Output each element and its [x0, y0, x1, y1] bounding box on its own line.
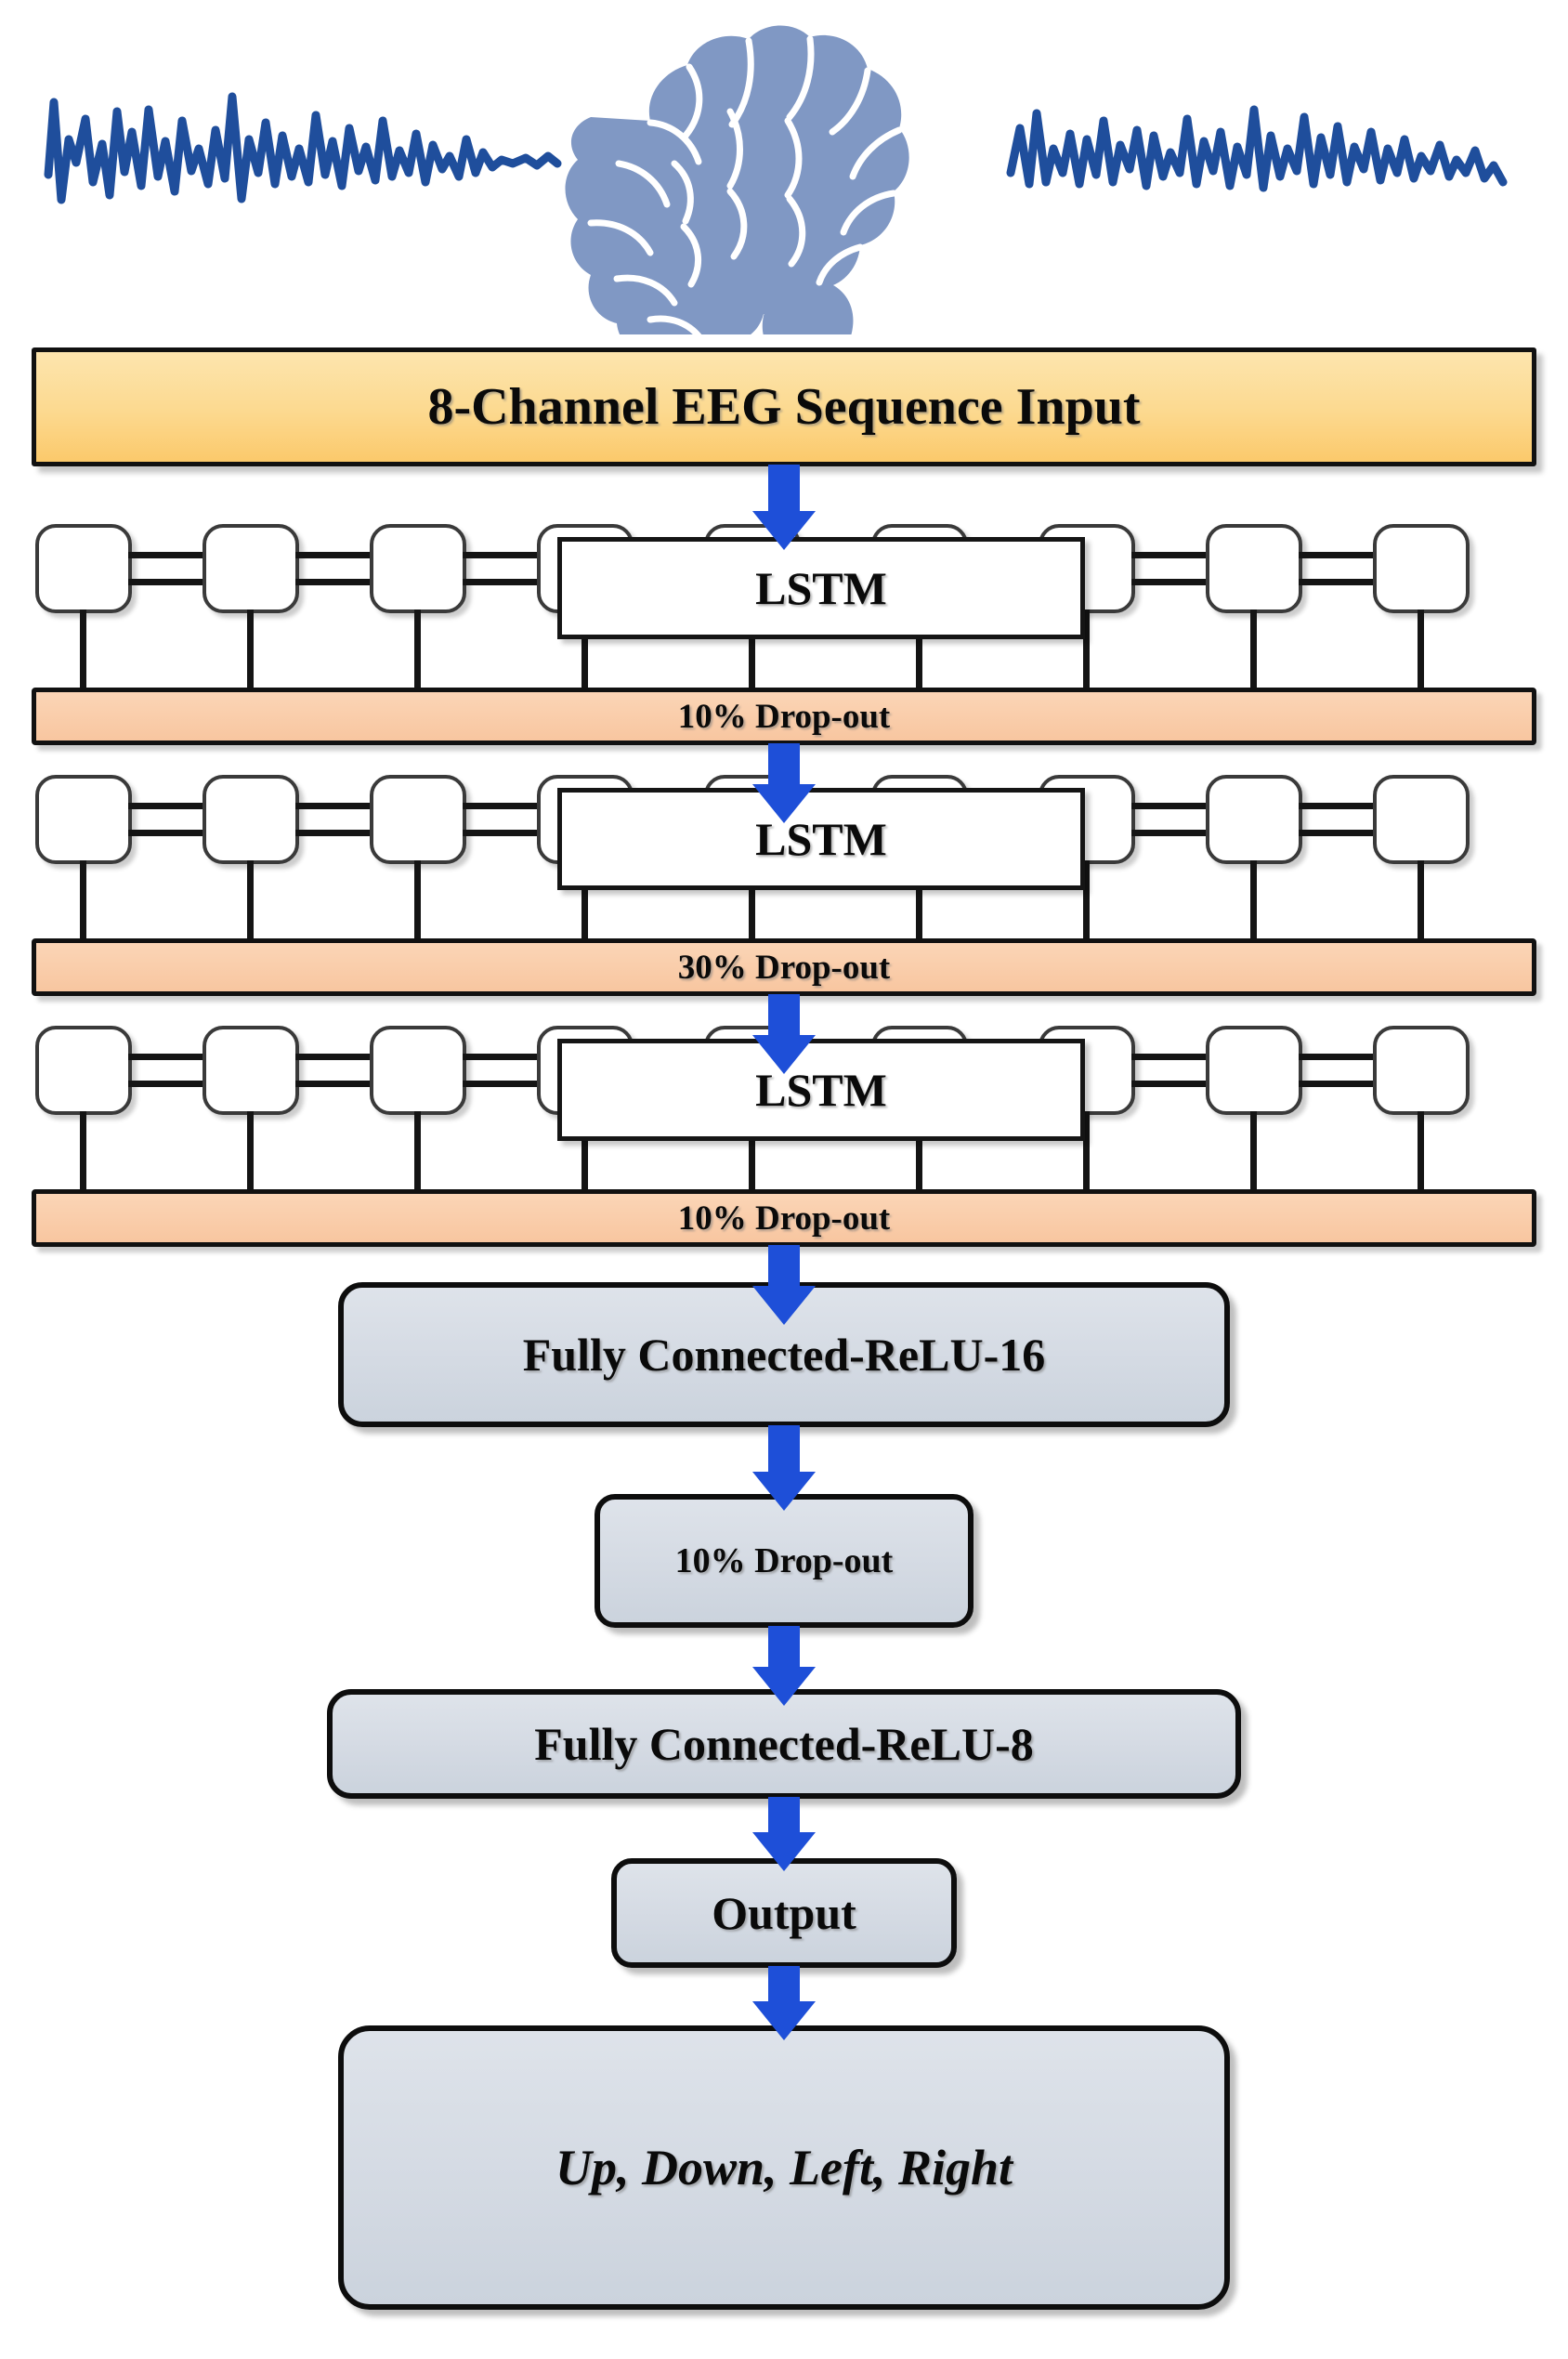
- output-block: Output: [611, 1858, 957, 1968]
- lstm-cell-connector: [295, 1054, 370, 1087]
- lstm-plate-2: LSTM: [557, 788, 1085, 890]
- lstm-cell-connector: [463, 803, 537, 836]
- lstm-cell-drop-line: [916, 609, 922, 688]
- lstm-cell-drop-line: [1418, 1111, 1424, 1189]
- lstm-cell-connector: [463, 1054, 537, 1087]
- lstm-cell-drop-line: [749, 860, 755, 938]
- dense-dropout-label: 10% Drop-out: [674, 1541, 894, 1580]
- lstm-cell-drop-line: [749, 1111, 755, 1189]
- fc-relu-16-label: Fully Connected-ReLU-16: [522, 1329, 1046, 1381]
- lstm-cell-connector: [1299, 552, 1373, 585]
- lstm-cell-drop-line: [1418, 860, 1424, 938]
- dense-dropout-block: 10% Drop-out: [595, 1494, 973, 1628]
- lstm-cell-connector: [1131, 803, 1206, 836]
- lstm-cell: [1373, 524, 1470, 613]
- lstm-cell-strip-1: LSTM: [32, 520, 1536, 688]
- lstm-cell-drop-line: [749, 609, 755, 688]
- arrow-dropout-to-fc8: [752, 1626, 816, 1706]
- arrow-dropout1-to-lstm2: [752, 743, 816, 823]
- lstm-cell-drop-line: [414, 1111, 421, 1189]
- lstm-cell-drop-line: [1083, 1111, 1090, 1189]
- fc-relu-8-label: Fully Connected-ReLU-8: [534, 1718, 1034, 1770]
- lstm-cell-drop-line: [916, 1111, 922, 1189]
- lstm-plate-label: LSTM: [755, 1064, 887, 1116]
- lstm-cell-drop-line: [581, 1111, 588, 1189]
- lstm-cell-drop-line: [581, 860, 588, 938]
- dropout-bar-label: 10% Drop-out: [677, 697, 891, 736]
- lstm-cell-connector: [1299, 1054, 1373, 1087]
- lstm-cell-connector: [463, 552, 537, 585]
- arrow-fc16-to-dropout: [752, 1425, 816, 1511]
- lstm-cell: [1206, 775, 1302, 864]
- lstm-cell: [1373, 775, 1470, 864]
- lstm-plate-1: LSTM: [557, 537, 1085, 639]
- lstm-cell-drop-line: [414, 609, 421, 688]
- fc-relu-8-block: Fully Connected-ReLU-8: [327, 1689, 1241, 1799]
- lstm-plate-3: LSTM: [557, 1039, 1085, 1141]
- input-layer-label: 8-Channel EEG Sequence Input: [427, 378, 1141, 436]
- eeg-waveform-left: [44, 92, 562, 204]
- header-artwork: [44, 25, 1508, 334]
- arrow-fc8-to-output: [752, 1797, 816, 1871]
- lstm-cell: [370, 1026, 466, 1115]
- lstm-cell-drop-line: [80, 860, 86, 938]
- arrow-input-to-lstm1: [752, 465, 816, 550]
- lstm-cell-connector: [128, 1054, 203, 1087]
- lstm-cell-drop-line: [247, 609, 254, 688]
- lstm-cell: [203, 775, 299, 864]
- lstm-cell: [35, 1026, 132, 1115]
- arrow-output-to-classes: [752, 1966, 816, 2040]
- lstm-cell-drop-line: [916, 860, 922, 938]
- lstm-cell: [370, 775, 466, 864]
- lstm-cell: [35, 775, 132, 864]
- lstm-cell-connector: [1131, 1054, 1206, 1087]
- dropout-bar-label: 30% Drop-out: [677, 948, 891, 987]
- lstm-cell-connector: [128, 803, 203, 836]
- lstm-cell-drop-line: [581, 609, 588, 688]
- lstm-cell: [370, 524, 466, 613]
- lstm-cell: [203, 524, 299, 613]
- lstm-cell-connector: [128, 552, 203, 585]
- lstm-cell: [1373, 1026, 1470, 1115]
- lstm-cell: [203, 1026, 299, 1115]
- lstm-cell: [1206, 524, 1302, 613]
- lstm-plate-label: LSTM: [755, 813, 887, 865]
- lstm-cell-drop-line: [1250, 860, 1257, 938]
- dropout-bar-label: 10% Drop-out: [677, 1199, 891, 1238]
- output-label: Output: [712, 1887, 856, 1939]
- lstm-cell-connector: [1299, 803, 1373, 836]
- lstm-cell-drop-line: [247, 860, 254, 938]
- lstm-cell-drop-line: [80, 1111, 86, 1189]
- lstm-cell-connector: [1131, 552, 1206, 585]
- brain-icon: [565, 25, 909, 334]
- lstm-cell-strip-2: LSTM: [32, 771, 1536, 938]
- lstm-cell-drop-line: [247, 1111, 254, 1189]
- dropout-bar-3: 10% Drop-out: [32, 1189, 1536, 1247]
- lstm-cell-drop-line: [1083, 860, 1090, 938]
- dropout-bar-1: 10% Drop-out: [32, 688, 1536, 745]
- lstm-cell-strip-3: LSTM: [32, 1022, 1536, 1189]
- input-layer-banner: 8-Channel EEG Sequence Input: [32, 347, 1536, 466]
- arrow-dropout3-to-fc16: [752, 1245, 816, 1325]
- classes-label: Up, Down, Left, Right: [555, 2140, 1013, 2195]
- lstm-cell-drop-line: [1083, 609, 1090, 688]
- lstm-cell-drop-line: [1418, 609, 1424, 688]
- eeg-waveform-right: [1006, 105, 1508, 192]
- lstm-cell-connector: [295, 552, 370, 585]
- classes-block: Up, Down, Left, Right: [338, 2025, 1230, 2310]
- arrow-dropout2-to-lstm3: [752, 994, 816, 1074]
- lstm-cell-drop-line: [1250, 609, 1257, 688]
- lstm-cell: [1206, 1026, 1302, 1115]
- lstm-plate-label: LSTM: [755, 562, 887, 614]
- lstm-cell-connector: [295, 803, 370, 836]
- lstm-cell-drop-line: [1250, 1111, 1257, 1189]
- dropout-bar-2: 30% Drop-out: [32, 938, 1536, 996]
- lstm-cell-drop-line: [80, 609, 86, 688]
- lstm-cell: [35, 524, 132, 613]
- lstm-cell-drop-line: [414, 860, 421, 938]
